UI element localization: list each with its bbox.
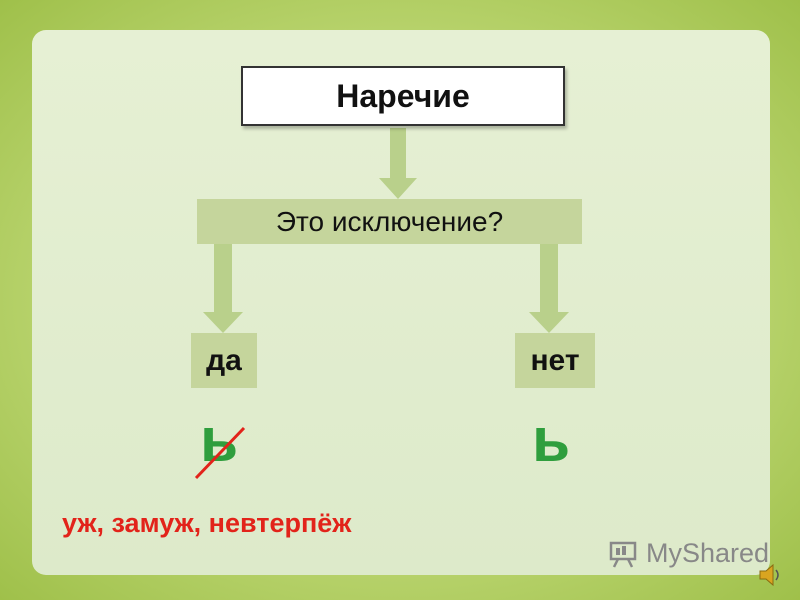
- diagram-root-node: Наречие: [241, 66, 565, 126]
- watermark-text: MyShared: [646, 538, 770, 568]
- question-node: Это исключение?: [197, 199, 582, 244]
- exception-words: уж, замуж, невтерпёж: [62, 508, 352, 538]
- watermark: MyShared: [608, 538, 769, 569]
- arrow-question-to-yes: [203, 244, 243, 333]
- arrow-question-to-no: [529, 244, 569, 333]
- soft-sign: ь: [532, 406, 571, 475]
- strike-through-line: [194, 426, 246, 480]
- presentation-icon: [609, 541, 637, 568]
- speaker-icon[interactable]: [758, 562, 784, 588]
- arrow-root-to-question: [379, 128, 417, 199]
- answer-no-node: нет: [515, 333, 595, 388]
- answer-yes-node: да: [191, 333, 257, 388]
